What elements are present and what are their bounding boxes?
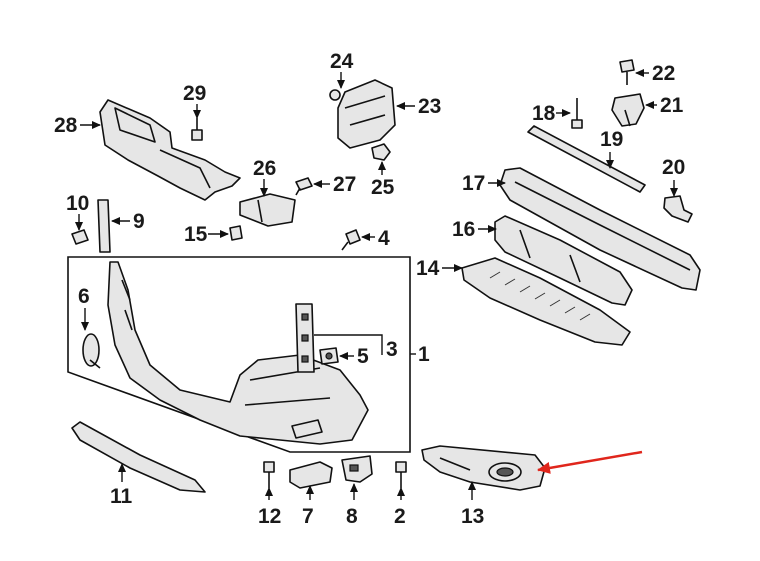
label-12: 12 [258, 505, 281, 528]
label-21: 21 [660, 94, 684, 117]
assembly-frame [67, 256, 411, 453]
label-10: 10 [66, 192, 89, 215]
part-11-trim-strip [71, 421, 206, 493]
part-28-upper-absorber [99, 99, 241, 201]
label-27: 27 [333, 173, 356, 196]
label-22: 22 [652, 62, 675, 85]
part-16-absorber [494, 215, 633, 306]
part-18-bolt [571, 98, 583, 129]
part-8-bracket [341, 455, 373, 483]
part-26-bracket [239, 193, 296, 227]
part-7-cover-plate [289, 461, 333, 489]
label-18: 18 [532, 102, 556, 125]
part-12-bolt [263, 461, 275, 488]
label-15: 15 [184, 223, 208, 246]
part-27-bolt [295, 177, 313, 196]
part-1-bumper-cover [107, 261, 369, 445]
label-2: 2 [394, 505, 406, 528]
part-4-bolt [341, 229, 361, 251]
label-14: 14 [416, 257, 440, 280]
part-10-bolt [71, 229, 89, 245]
part-15-bolt [229, 225, 243, 241]
part-2-bolt [395, 461, 407, 488]
label-25: 25 [371, 176, 395, 199]
label-11: 11 [110, 485, 133, 508]
part-25-nut [371, 143, 391, 161]
part-9-strip [97, 199, 111, 253]
label-19: 19 [600, 128, 623, 151]
label-7: 7 [302, 505, 314, 528]
part-6-cap [82, 333, 101, 369]
label-5: 5 [357, 345, 369, 368]
label-8: 8 [346, 505, 358, 528]
part-19-strip [527, 125, 646, 193]
label-28: 28 [54, 114, 78, 137]
label-23: 23 [418, 95, 441, 118]
label-4: 4 [378, 227, 390, 250]
label-6: 6 [78, 285, 90, 308]
label-26: 26 [253, 157, 276, 180]
part-23-bracket [337, 79, 396, 149]
part-3-brackets [295, 303, 315, 373]
label-24: 24 [330, 50, 354, 73]
label-17: 17 [462, 172, 485, 195]
part-21-clip [611, 93, 645, 127]
label-29: 29 [183, 82, 206, 105]
label-9: 9 [133, 210, 145, 233]
part-22-bolt [619, 59, 635, 85]
label-20: 20 [662, 156, 685, 179]
label-3: 3 [386, 338, 398, 361]
part-24-bolt [329, 89, 341, 101]
part-17-reinforcement [499, 167, 701, 291]
part-14-lower-shield [461, 257, 631, 346]
label-1: 1 [418, 343, 430, 366]
part-5-nut [319, 347, 339, 365]
part-20-clip [663, 195, 693, 223]
part-13-fog-grille [421, 445, 546, 491]
label-16: 16 [452, 218, 475, 241]
part-29-clip [191, 118, 203, 141]
label-13: 13 [461, 505, 484, 528]
highlight-arrow [537, 450, 643, 474]
